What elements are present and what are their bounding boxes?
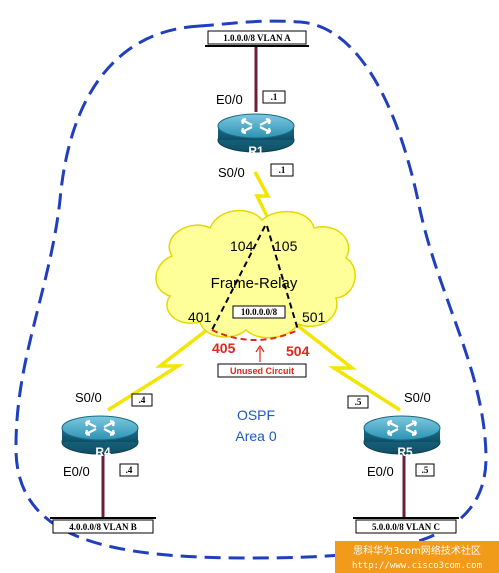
dlci-401: 401 xyxy=(188,309,212,325)
unused-arrow-head xyxy=(255,344,265,353)
watermark-badge xyxy=(335,541,499,573)
cloud-network-box xyxy=(232,305,286,319)
lan-top-label: 1.0.0.0/8 VLAN A xyxy=(223,33,291,43)
router-r4-name: R4 xyxy=(95,445,111,459)
r1-s0-ip: .1 xyxy=(279,165,286,175)
r5-e0-ip: .5 xyxy=(422,465,429,475)
pvc-unused-r4-r5 xyxy=(211,329,299,341)
r1-s0-label: S0/0 xyxy=(218,165,245,180)
ospf-area-label: Area 0 xyxy=(235,428,276,444)
router-r5-name: R5 xyxy=(397,445,413,459)
r5-s0-ip: .5 xyxy=(355,397,362,407)
r4-s0-ip: .4 xyxy=(139,395,146,405)
r4-serial-link xyxy=(107,324,214,412)
dlci-501: 501 xyxy=(302,309,326,325)
dlci-105: 105 xyxy=(274,238,298,254)
router-r1-name: R1 xyxy=(248,144,264,158)
pvc-r1-r5 xyxy=(266,225,299,331)
lan-right-box xyxy=(355,519,457,534)
r5-serial-link xyxy=(296,324,401,412)
r4-e0-ip: .4 xyxy=(126,465,133,475)
cloud-network-label: 10.0.0.0/8 xyxy=(241,307,278,317)
dlci-104: 104 xyxy=(230,238,254,254)
r1-e0-ip: .1 xyxy=(271,92,278,102)
watermark-line2: http://www.cisco3com.com xyxy=(352,561,482,571)
r5-s0-label: S0/0 xyxy=(404,390,431,405)
lan-top-box xyxy=(207,30,307,45)
unused-circuit-label: Unused Circuit xyxy=(230,366,294,376)
frame-relay-cloud xyxy=(155,209,356,339)
dlci-405: 405 xyxy=(212,340,236,356)
unused-circuit-box xyxy=(217,363,307,378)
cloud-label: Frame-Relay xyxy=(211,275,298,292)
r4-s0-label: S0/0 xyxy=(75,390,102,405)
lan-right-label: 5.0.0.0/8 VLAN C xyxy=(372,522,440,532)
r1-e0-label: E0/0 xyxy=(216,92,243,107)
r5-e0-label: E0/0 xyxy=(367,464,394,479)
watermark-line1: 思科华为3com网络技术社区 xyxy=(353,544,481,557)
dlci-504: 504 xyxy=(286,343,310,359)
r4-e0-label: E0/0 xyxy=(63,464,90,479)
r1-serial-link xyxy=(253,171,274,227)
ospf-protocol-label: OSPF xyxy=(237,407,275,423)
lan-left-label: 4.0.0.0/8 VLAN B xyxy=(69,522,137,532)
lan-left-box xyxy=(52,519,154,534)
